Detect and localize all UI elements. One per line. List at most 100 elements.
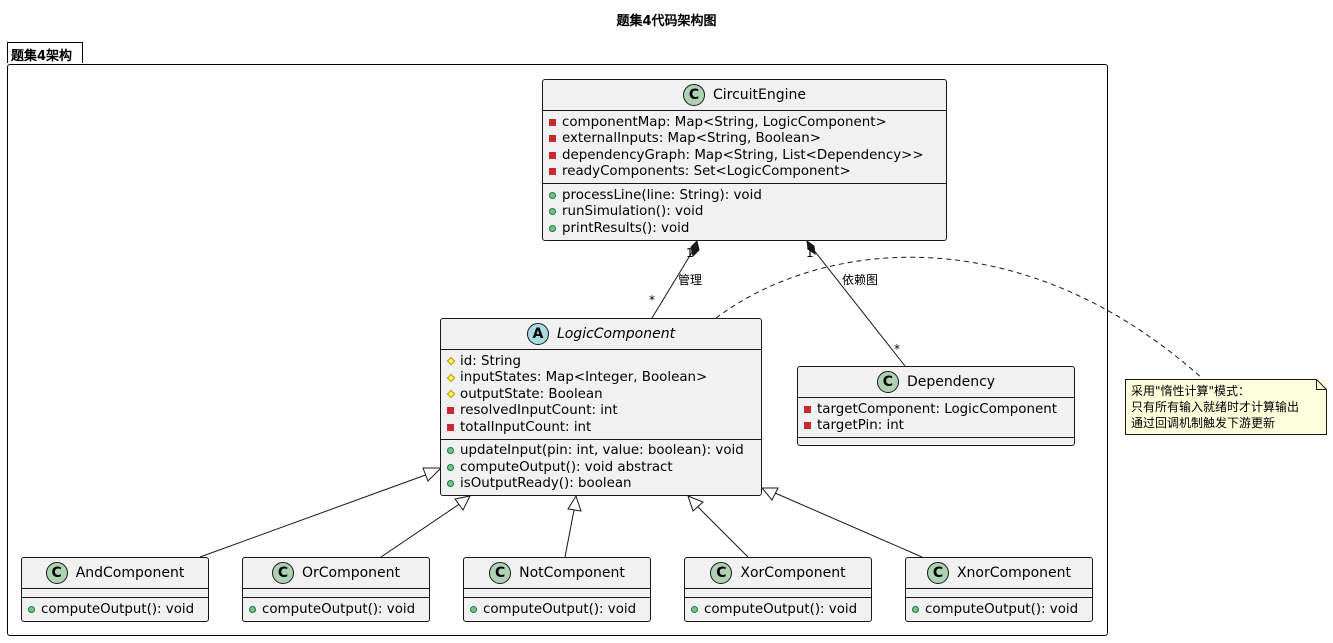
- field-text: inputStates: Map<Integer, Boolean>: [460, 370, 708, 386]
- class-name: LogicComponent: [556, 326, 676, 342]
- private-visibility-icon: [549, 168, 556, 176]
- fields-section: [243, 589, 429, 598]
- method-row: updateInput(pin: int, value: boolean): v…: [447, 443, 755, 460]
- fields-section: targetComponent: LogicComponent targetPi…: [798, 398, 1074, 438]
- depgraph-label: 依赖图: [842, 273, 879, 287]
- class-header: C AndComponent: [22, 558, 208, 589]
- private-visibility-icon: [549, 151, 556, 159]
- class-and-component[interactable]: C AndComponent computeOutput(): void: [21, 557, 209, 622]
- class-xnor-component[interactable]: C XnorComponent computeOutput(): void: [905, 557, 1093, 622]
- field-row: outputState: Boolean: [446, 386, 755, 403]
- fields-section: [22, 589, 208, 598]
- fields-section: componentMap: Map<String, LogicComponent…: [543, 111, 946, 184]
- public-visibility-icon: [28, 605, 35, 613]
- protected-visibility-icon: [446, 357, 456, 366]
- method-text: computeOutput(): void: [483, 601, 637, 617]
- note-text: 采用"惰性计算"模式： 只有所有输入就绪时才计算输出 通过回调机制触发下游更新: [1131, 383, 1299, 431]
- method-text: computeOutput(): void: [925, 601, 1079, 617]
- class-name: Dependency: [906, 374, 996, 390]
- fields-section: [906, 589, 1092, 598]
- field-text: dependencyGraph: Map<String, List<Depend…: [562, 147, 924, 163]
- field-row: targetComponent: LogicComponent: [804, 401, 1068, 418]
- note-line: 采用"惰性计算"模式：: [1131, 384, 1251, 398]
- fields-section: [685, 589, 871, 598]
- method-text: computeOutput(): void: [41, 601, 195, 617]
- field-row: totalInputCount: int: [447, 419, 755, 436]
- field-row: externalInputs: Map<String, Boolean>: [549, 131, 940, 148]
- class-badge-icon: C: [926, 562, 949, 584]
- class-dependency[interactable]: C Dependency targetComponent: LogicCompo…: [797, 366, 1075, 446]
- fields-section: [464, 589, 650, 598]
- public-visibility-icon: [691, 605, 698, 613]
- class-logic-component[interactable]: A LogicComponent id: String inputStates:…: [440, 318, 762, 496]
- field-row: inputStates: Map<Integer, Boolean>: [446, 370, 755, 387]
- field-row: resolvedInputCount: int: [447, 403, 755, 420]
- class-name: XnorComponent: [956, 565, 1072, 581]
- public-visibility-icon: [549, 224, 556, 232]
- methods-section: computeOutput(): void: [22, 598, 208, 621]
- edge-depgraph: [808, 243, 906, 367]
- protected-visibility-icon: [446, 373, 456, 382]
- diagram-title: 题集4代码架构图: [616, 14, 717, 29]
- manage-target-multiplicity: *: [649, 293, 655, 307]
- manage-label: 管理: [678, 273, 703, 287]
- fields-section: id: String inputStates: Map<Integer, Boo…: [441, 350, 761, 440]
- edge-inherit-or: [380, 502, 462, 558]
- inherit-arrow-xnor: [760, 487, 779, 501]
- note-line: 只有所有输入就绪时才计算输出: [1131, 400, 1300, 414]
- note-connector: [715, 256, 1204, 380]
- field-text: resolvedInputCount: int: [460, 403, 618, 419]
- class-badge-icon: C: [710, 562, 733, 584]
- depgraph-target-multiplicity: *: [894, 342, 900, 356]
- edge-inherit-and: [199, 472, 432, 558]
- class-not-component[interactable]: C NotComponent computeOutput(): void: [463, 557, 651, 622]
- inherit-arrow-not: [567, 494, 582, 512]
- methods-section: [798, 438, 1074, 448]
- public-visibility-icon: [549, 208, 556, 216]
- class-header: C XnorComponent: [906, 558, 1092, 589]
- package-frame: [7, 64, 1108, 636]
- methods-section: processLine(line: String): void runSimul…: [543, 184, 946, 240]
- method-row: computeOutput(): void: [470, 601, 644, 618]
- note-shape: [1125, 379, 1327, 435]
- edge-inherit-xnor: [774, 492, 923, 558]
- public-visibility-icon: [249, 605, 256, 613]
- method-text: computeOutput(): void abstract: [460, 459, 673, 475]
- class-name: OrComponent: [301, 565, 401, 581]
- field-row: targetPin: int: [804, 418, 1068, 435]
- edge-inherit-not: [564, 509, 575, 558]
- methods-section: computeOutput(): void: [464, 598, 650, 621]
- field-text: componentMap: Map<String, LogicComponent…: [562, 114, 887, 130]
- class-or-component[interactable]: C OrComponent computeOutput(): void: [242, 557, 430, 622]
- public-visibility-icon: [912, 605, 919, 613]
- abstract-badge-icon: A: [526, 323, 549, 345]
- inherit-arrow-xor: [687, 495, 704, 512]
- field-text: readyComponents: Set<LogicComponent>: [562, 164, 851, 180]
- public-visibility-icon: [447, 447, 454, 455]
- class-header: C CircuitEngine: [543, 80, 946, 111]
- package-name: 题集4架构: [11, 49, 73, 64]
- class-xor-component[interactable]: C XorComponent computeOutput(): void: [684, 557, 872, 622]
- field-text: totalInputCount: int: [460, 419, 592, 435]
- method-text: updateInput(pin: int, value: boolean): v…: [460, 443, 744, 459]
- methods-section: computeOutput(): void: [906, 598, 1092, 621]
- inherit-arrow-or: [454, 495, 471, 511]
- private-visibility-icon: [804, 405, 811, 413]
- method-row: processLine(line: String): void: [549, 187, 940, 204]
- private-visibility-icon: [447, 423, 454, 431]
- class-badge-icon: C: [489, 562, 512, 584]
- public-visibility-icon: [447, 463, 454, 471]
- field-text: id: String: [460, 353, 521, 369]
- private-visibility-icon: [549, 135, 556, 143]
- method-row: computeOutput(): void: [912, 601, 1086, 618]
- field-text: targetPin: int: [817, 418, 904, 434]
- lazy-eval-note[interactable]: 采用"惰性计算"模式： 只有所有输入就绪时才计算输出 通过回调机制触发下游更新: [1125, 379, 1327, 435]
- class-circuit-engine[interactable]: C CircuitEngine componentMap: Map<String…: [542, 79, 947, 241]
- depgraph-source-multiplicity: 1: [806, 246, 814, 260]
- edge-inherit-xor: [696, 505, 749, 558]
- class-header: C OrComponent: [243, 558, 429, 589]
- class-header: C NotComponent: [464, 558, 650, 589]
- class-badge-icon: C: [876, 371, 899, 393]
- note-line: 通过回调机制触发下游更新: [1131, 416, 1276, 430]
- field-text: targetComponent: LogicComponent: [817, 401, 1057, 417]
